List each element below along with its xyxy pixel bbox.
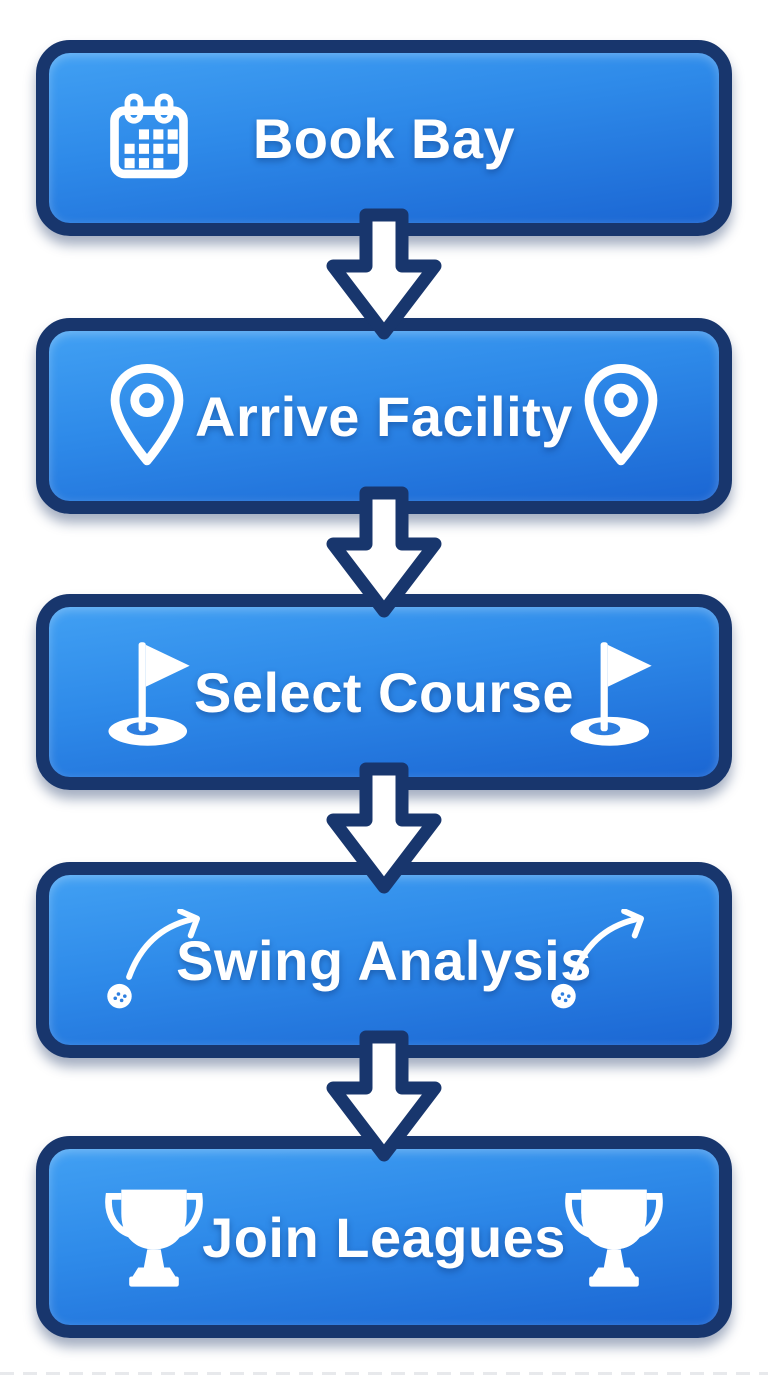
bottom-artifact-line: [0, 1372, 768, 1375]
step-label: Book Bay: [252, 106, 516, 170]
swing-trajectory-icon: [547, 908, 665, 1011]
flow-step-join-leagues: Join Leagues: [36, 1136, 732, 1338]
swing-trajectory-icon: [103, 908, 221, 1011]
step-label: Join Leagues: [202, 1205, 566, 1269]
trophy-icon: [563, 1184, 665, 1290]
down-arrow-icon: [324, 208, 444, 340]
down-arrow-icon: [324, 762, 444, 894]
step-label: Select Course: [194, 660, 574, 724]
flow-step-book-bay: Book Bay: [36, 40, 732, 236]
flow-step-select-course: Select Course: [36, 594, 732, 790]
location-pin-icon: [577, 363, 665, 469]
down-arrow-icon: [324, 486, 444, 618]
step-label: Swing Analysis: [176, 928, 592, 992]
trophy-icon: [103, 1184, 205, 1290]
calendar-icon: [103, 92, 195, 184]
step-label: Arrive Facility: [195, 384, 573, 448]
golf-flag-icon: [565, 637, 665, 747]
flow-step-arrive-facility: Arrive Facility: [36, 318, 732, 514]
down-arrow-icon: [324, 1030, 444, 1162]
golf-flag-icon: [103, 637, 203, 747]
location-pin-icon: [103, 363, 191, 469]
